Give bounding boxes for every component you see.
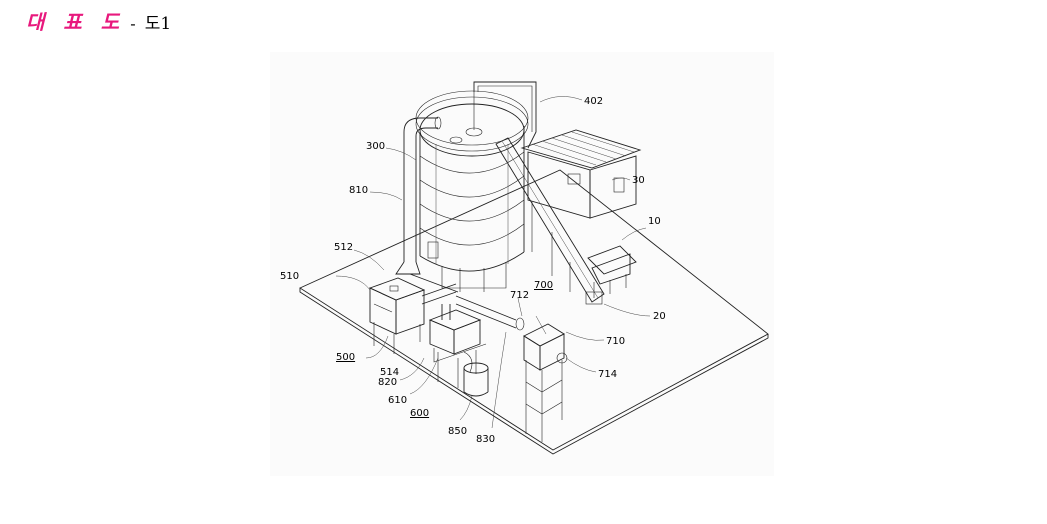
label-600: 600 (410, 408, 429, 419)
exhaust-pipe-402 (474, 82, 536, 148)
hopper (588, 246, 636, 298)
label-500: 500 (336, 352, 355, 363)
label-610: 610 (388, 395, 407, 406)
figure-header: 대 표 도 - 도1 (26, 6, 171, 30)
label-830: 830 (476, 434, 495, 445)
blower-unit-500 (370, 278, 424, 354)
label-714: 714 (598, 369, 617, 380)
figure-number: 도1 (145, 14, 171, 34)
label-512: 512 (334, 242, 353, 253)
label-20: 20 (653, 311, 666, 322)
frame-unit-700 (524, 324, 567, 442)
title-separator: - (130, 14, 135, 33)
label-710: 710 (606, 336, 625, 347)
shed-building (522, 130, 640, 218)
label-510: 510 (280, 271, 299, 282)
label-700: 700 (534, 280, 553, 291)
label-10: 10 (648, 216, 661, 227)
figure-title: 대 표 도 (26, 10, 125, 34)
label-820: 820 (378, 377, 397, 388)
silo-tank (416, 91, 528, 292)
label-30: 30 (632, 175, 645, 186)
patent-drawing: 402 300 30 810 10 512 510 712 700 20 710… (270, 52, 774, 476)
drawing-canvas: 402 300 30 810 10 512 510 712 700 20 710… (270, 52, 774, 476)
label-402: 402 (584, 96, 603, 107)
label-850: 850 (448, 426, 467, 437)
label-810: 810 (349, 185, 368, 196)
label-712: 712 (510, 290, 529, 301)
label-300: 300 (366, 141, 385, 152)
